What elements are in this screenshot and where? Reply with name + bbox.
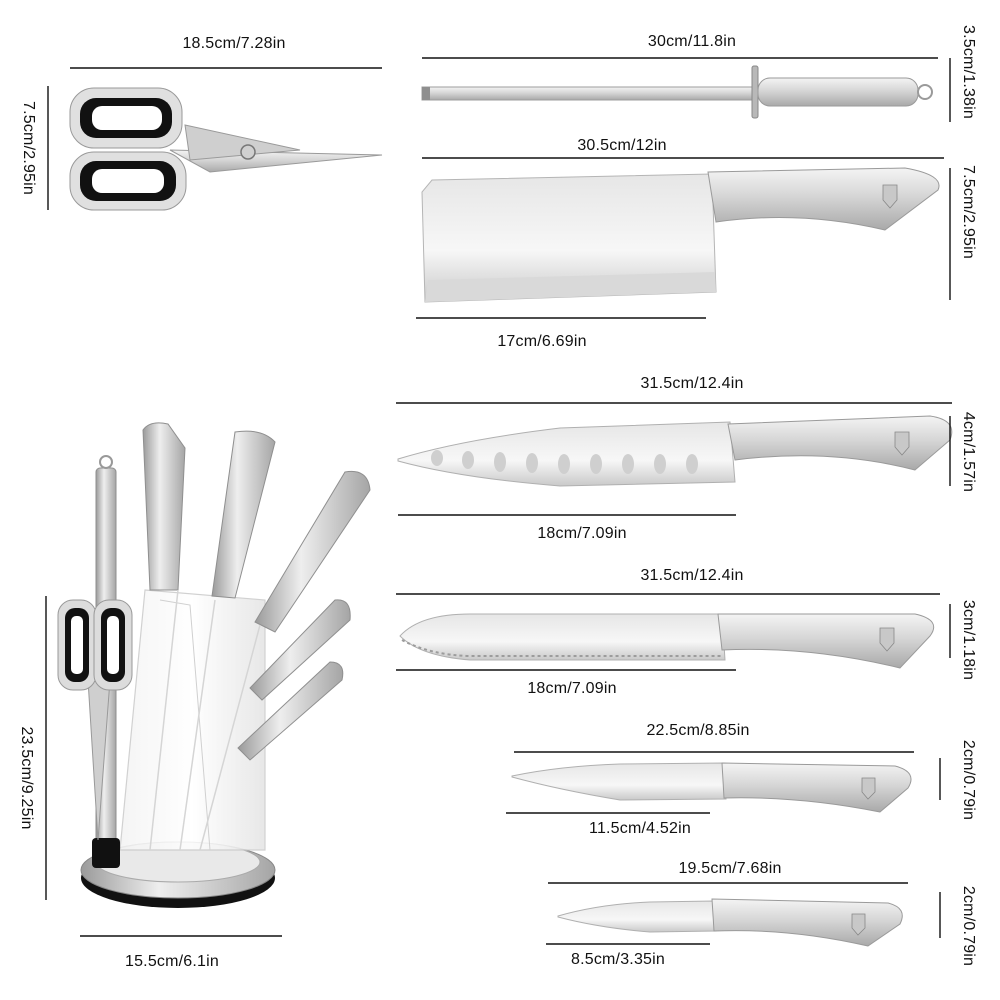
- sharpening-steel: [421, 65, 933, 119]
- chef-height-label: 4cm/1.57in: [960, 412, 977, 492]
- chef-knife: [397, 415, 953, 487]
- chef-blade-label: 18cm/7.09in: [537, 525, 626, 542]
- block-height-label: 23.5cm/9.25in: [18, 726, 35, 829]
- utility-length-label: 22.5cm/8.85in: [646, 722, 749, 739]
- block-scissors: [57, 599, 133, 841]
- scissors-length-label: 18.5cm/7.28in: [182, 35, 285, 52]
- utility-height-label: 2cm/0.79in: [960, 740, 977, 820]
- chef-length-label: 31.5cm/12.4in: [640, 375, 743, 392]
- utility-blade-label: 11.5cm/4.52in: [589, 820, 691, 837]
- bread-length-label: 31.5cm/12.4in: [640, 567, 743, 584]
- dimension-lines: [45, 57, 952, 945]
- scissors-height-label: 7.5cm/2.95in: [20, 101, 37, 195]
- cleaver: [421, 167, 940, 303]
- kitchen-scissors: [69, 87, 383, 211]
- knife-block-set: [57, 422, 371, 908]
- paring-blade-label: 8.5cm/3.35in: [571, 951, 665, 968]
- cleaver-length-label: 30.5cm/12in: [577, 137, 666, 154]
- steel-length-label: 30cm/11.8in: [648, 33, 736, 50]
- steel-height-label: 3.5cm/1.38in: [960, 25, 977, 119]
- paring-height-label: 2cm/0.79in: [960, 886, 977, 966]
- utility-knife: [511, 762, 912, 813]
- bread-height-label: 3cm/1.18in: [960, 600, 977, 680]
- cleaver-blade-label: 17cm/6.69in: [497, 333, 586, 350]
- paring-length-label: 19.5cm/7.68in: [678, 860, 781, 877]
- block-width-label: 15.5cm/6.1in: [125, 953, 219, 970]
- bread-blade-label: 18cm/7.09in: [527, 680, 616, 697]
- cleaver-height-label: 7.5cm/2.95in: [960, 165, 977, 259]
- bread-knife: [399, 613, 935, 669]
- paring-knife: [557, 898, 903, 947]
